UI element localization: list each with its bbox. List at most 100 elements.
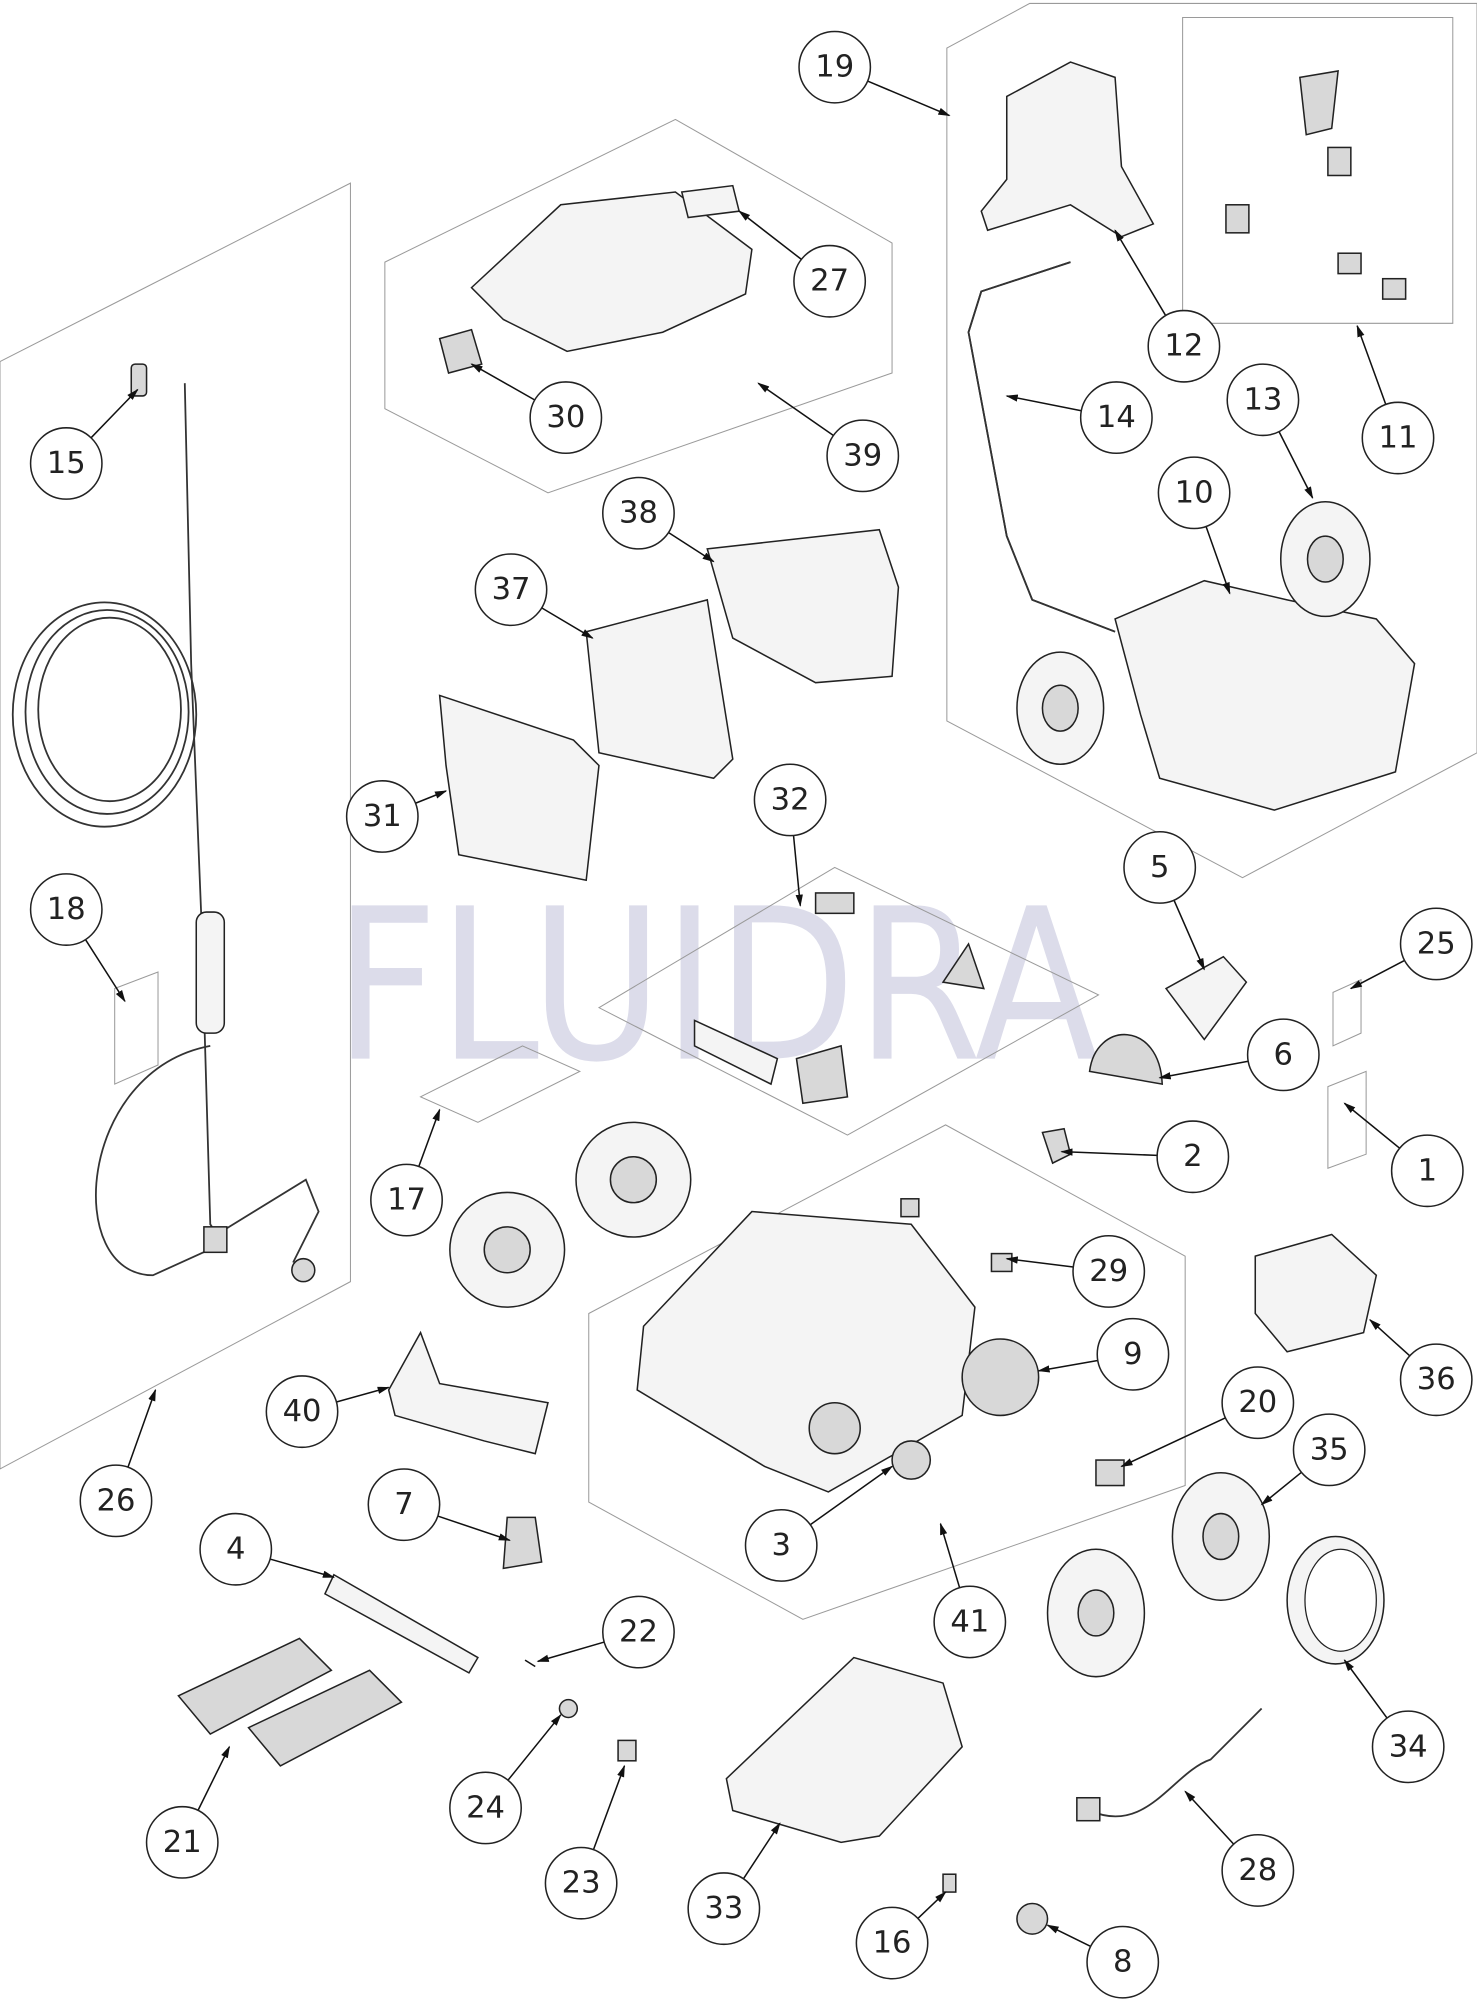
cover-vent xyxy=(680,184,741,219)
callout-17: 17 xyxy=(370,1163,443,1237)
callout-label: 34 xyxy=(1389,1729,1428,1764)
callout-24: 24 xyxy=(449,1771,522,1845)
callout-label: 17 xyxy=(387,1183,426,1218)
callout-circle xyxy=(29,873,103,946)
callout-label: 13 xyxy=(1243,382,1282,417)
callout-39: 39 xyxy=(826,419,900,493)
group-outlines xyxy=(0,2,1477,1620)
callout-19: 19 xyxy=(798,30,872,104)
callout-label: 16 xyxy=(873,1926,912,1961)
group-1-outline xyxy=(1327,1070,1367,1169)
leader-line-9 xyxy=(1037,1359,1098,1373)
leader-line-21 xyxy=(197,1745,231,1811)
callout-circle xyxy=(367,1468,441,1542)
part-32a xyxy=(814,892,855,915)
group-41-outline xyxy=(588,1124,1186,1620)
filter-basket-rear xyxy=(706,528,900,684)
callout-circle xyxy=(345,780,419,853)
leader-line-17 xyxy=(418,1108,441,1167)
callout-circle xyxy=(199,1512,273,1586)
part-22 xyxy=(524,1659,536,1668)
top-cover xyxy=(470,191,753,353)
callout-label: 7 xyxy=(394,1487,413,1522)
callout-label: 32 xyxy=(771,782,810,817)
callout-34: 34 xyxy=(1371,1710,1445,1784)
callout-label: 11 xyxy=(1379,421,1418,456)
callout-circle xyxy=(1072,1234,1146,1308)
callout-circle xyxy=(79,1464,153,1538)
callout-circle xyxy=(793,244,867,318)
callout-20: 20 xyxy=(1221,1366,1295,1440)
leader-line-19 xyxy=(867,80,951,117)
callout-7: 7 xyxy=(367,1468,441,1542)
callout-12: 12 xyxy=(1147,309,1221,383)
leader-line-18 xyxy=(84,939,126,1003)
leader-line-5 xyxy=(1173,899,1205,971)
leader-line-36 xyxy=(1369,1319,1411,1357)
callout-label: 29 xyxy=(1089,1254,1128,1289)
callout-40: 40 xyxy=(265,1375,339,1449)
leader-line-6 xyxy=(1158,1060,1249,1080)
leader-line-4 xyxy=(269,1558,336,1579)
leader-line-15 xyxy=(90,388,139,439)
callout-circle xyxy=(1147,309,1221,383)
callout-circle xyxy=(1086,1925,1160,1999)
callout-circle xyxy=(449,1771,522,1845)
callout-29: 29 xyxy=(1072,1234,1146,1308)
callout-circle xyxy=(1226,363,1300,437)
callout-circle xyxy=(1399,907,1473,981)
group-18-outline xyxy=(114,971,159,1085)
group-19-outline xyxy=(946,2,1477,879)
callout-circle xyxy=(602,476,675,550)
callout-circle xyxy=(744,1508,818,1582)
callout-8: 8 xyxy=(1086,1925,1160,1999)
callout-circle xyxy=(1399,1343,1473,1417)
leader-line-12 xyxy=(1114,229,1167,316)
leader-line-14 xyxy=(1005,394,1082,412)
callout-circle xyxy=(1079,381,1153,455)
leader-line-20 xyxy=(1120,1417,1226,1468)
group-26-outline xyxy=(0,182,351,1470)
callout-14: 14 xyxy=(1079,381,1153,455)
leader-line-28 xyxy=(1184,1790,1235,1845)
leader-line-38 xyxy=(668,531,715,563)
leader-line-33 xyxy=(742,1822,781,1880)
callout-10: 10 xyxy=(1157,456,1231,530)
callout-circle xyxy=(1361,401,1435,475)
callout-label: 27 xyxy=(810,264,849,299)
clip-11b xyxy=(1225,204,1250,234)
callout-35: 35 xyxy=(1292,1413,1366,1487)
callout-circle xyxy=(474,553,548,627)
callout-circle xyxy=(826,419,900,493)
callout-label: 8 xyxy=(1113,1945,1132,1980)
callout-circle xyxy=(265,1375,339,1449)
filter-panel xyxy=(438,694,600,882)
callout-label: 28 xyxy=(1238,1853,1277,1888)
callout-label: 30 xyxy=(546,400,585,435)
callout-circle xyxy=(1292,1413,1366,1487)
part-16 xyxy=(942,1873,957,1893)
part-9 xyxy=(961,1338,1040,1417)
callout-4: 4 xyxy=(199,1512,273,1586)
leader-line-2 xyxy=(1060,1148,1158,1157)
callout-9: 9 xyxy=(1096,1317,1170,1391)
clip-11c xyxy=(1337,252,1362,275)
callout-label: 20 xyxy=(1238,1385,1277,1420)
callout-circle xyxy=(1096,1317,1170,1391)
part-24 xyxy=(558,1698,579,1719)
part-29 xyxy=(990,1252,1013,1273)
leader-line-31 xyxy=(415,790,448,804)
group-25-outline xyxy=(1332,978,1362,1047)
leader-line-13 xyxy=(1278,431,1314,499)
callout-5: 5 xyxy=(1123,831,1197,904)
callout-label: 18 xyxy=(47,892,86,927)
callout-circle xyxy=(1390,1134,1464,1208)
leader-line-11 xyxy=(1356,324,1387,405)
group-17-outline xyxy=(419,1045,582,1123)
leader-line-35 xyxy=(1260,1471,1302,1506)
leader-line-29 xyxy=(1005,1256,1074,1268)
callout-32: 32 xyxy=(753,763,827,837)
callout-circle xyxy=(1157,456,1231,530)
chassis xyxy=(636,1210,976,1493)
